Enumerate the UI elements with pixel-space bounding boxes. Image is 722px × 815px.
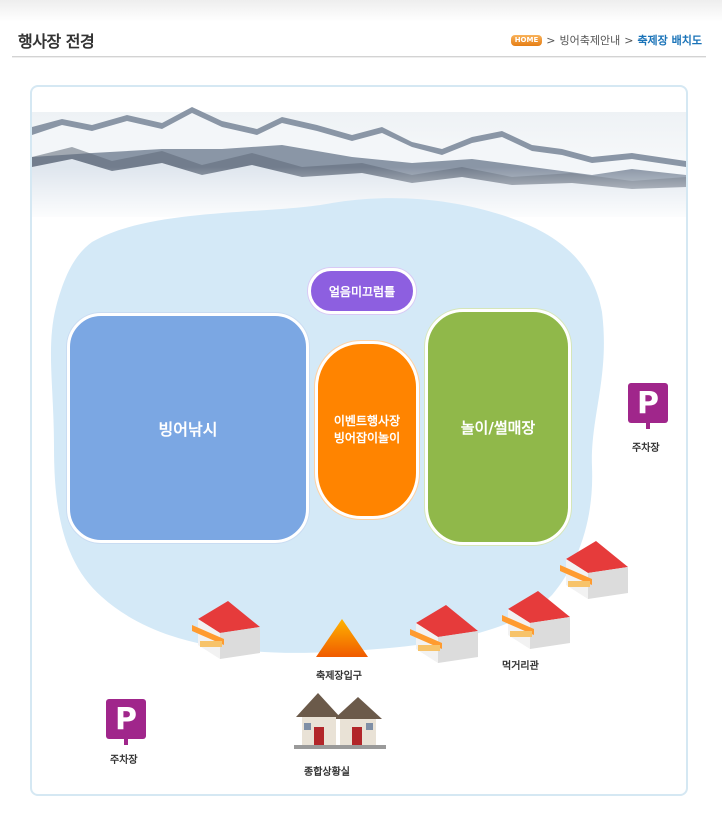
breadcrumb-parent[interactable]: 빙어축제안내 (559, 34, 621, 47)
title-divider (12, 56, 706, 58)
snow-mountains (32, 107, 686, 222)
zone-ice-slide[interactable]: 얼음미끄럼틀 (308, 268, 416, 314)
zone-fishing[interactable]: 빙어낚시 (67, 313, 309, 543)
parking-icon: P (106, 699, 146, 745)
zone-event-line1: 이벤트행사장 (333, 414, 401, 428)
food-stall-icon (192, 601, 260, 659)
breadcrumb-separator: > (624, 33, 634, 47)
breadcrumb-separator: > (546, 33, 556, 47)
zone-event-line2: 빙어잡이놀이 (333, 431, 401, 445)
zone-event[interactable]: 이벤트행사장 빙어잡이놀이 (315, 341, 419, 519)
food-stall-icon (410, 605, 478, 663)
food-stall-icon (560, 541, 628, 599)
food-street-label: 먹거리관 (502, 661, 539, 672)
zone-play-sled[interactable]: 놀이/썰매장 (425, 309, 571, 545)
office-label: 종합상황실 (304, 767, 350, 778)
entrance-arrow-icon (316, 619, 368, 657)
breadcrumb: HOME > 빙어축제안내 > 축제장 배치도 (510, 32, 702, 48)
breadcrumb-current: 축제장 배치도 (637, 34, 702, 47)
parking-icon: P (628, 383, 668, 429)
page-title: 행사장 전경 (18, 32, 95, 51)
parking-right-label: 주차장 (632, 443, 660, 454)
food-stall-icon (502, 591, 570, 649)
home-link[interactable]: HOME (510, 34, 543, 46)
top-gradient-bar (0, 0, 722, 22)
festival-map: 빙어낚시 이벤트행사장 빙어잡이놀이 놀이/썰매장 얼음미끄럼틀 P 주차장 P… (30, 85, 688, 796)
entrance-label: 축제장입구 (316, 671, 362, 682)
office-house-icon (294, 693, 386, 749)
parking-left-label: 주차장 (110, 755, 138, 766)
